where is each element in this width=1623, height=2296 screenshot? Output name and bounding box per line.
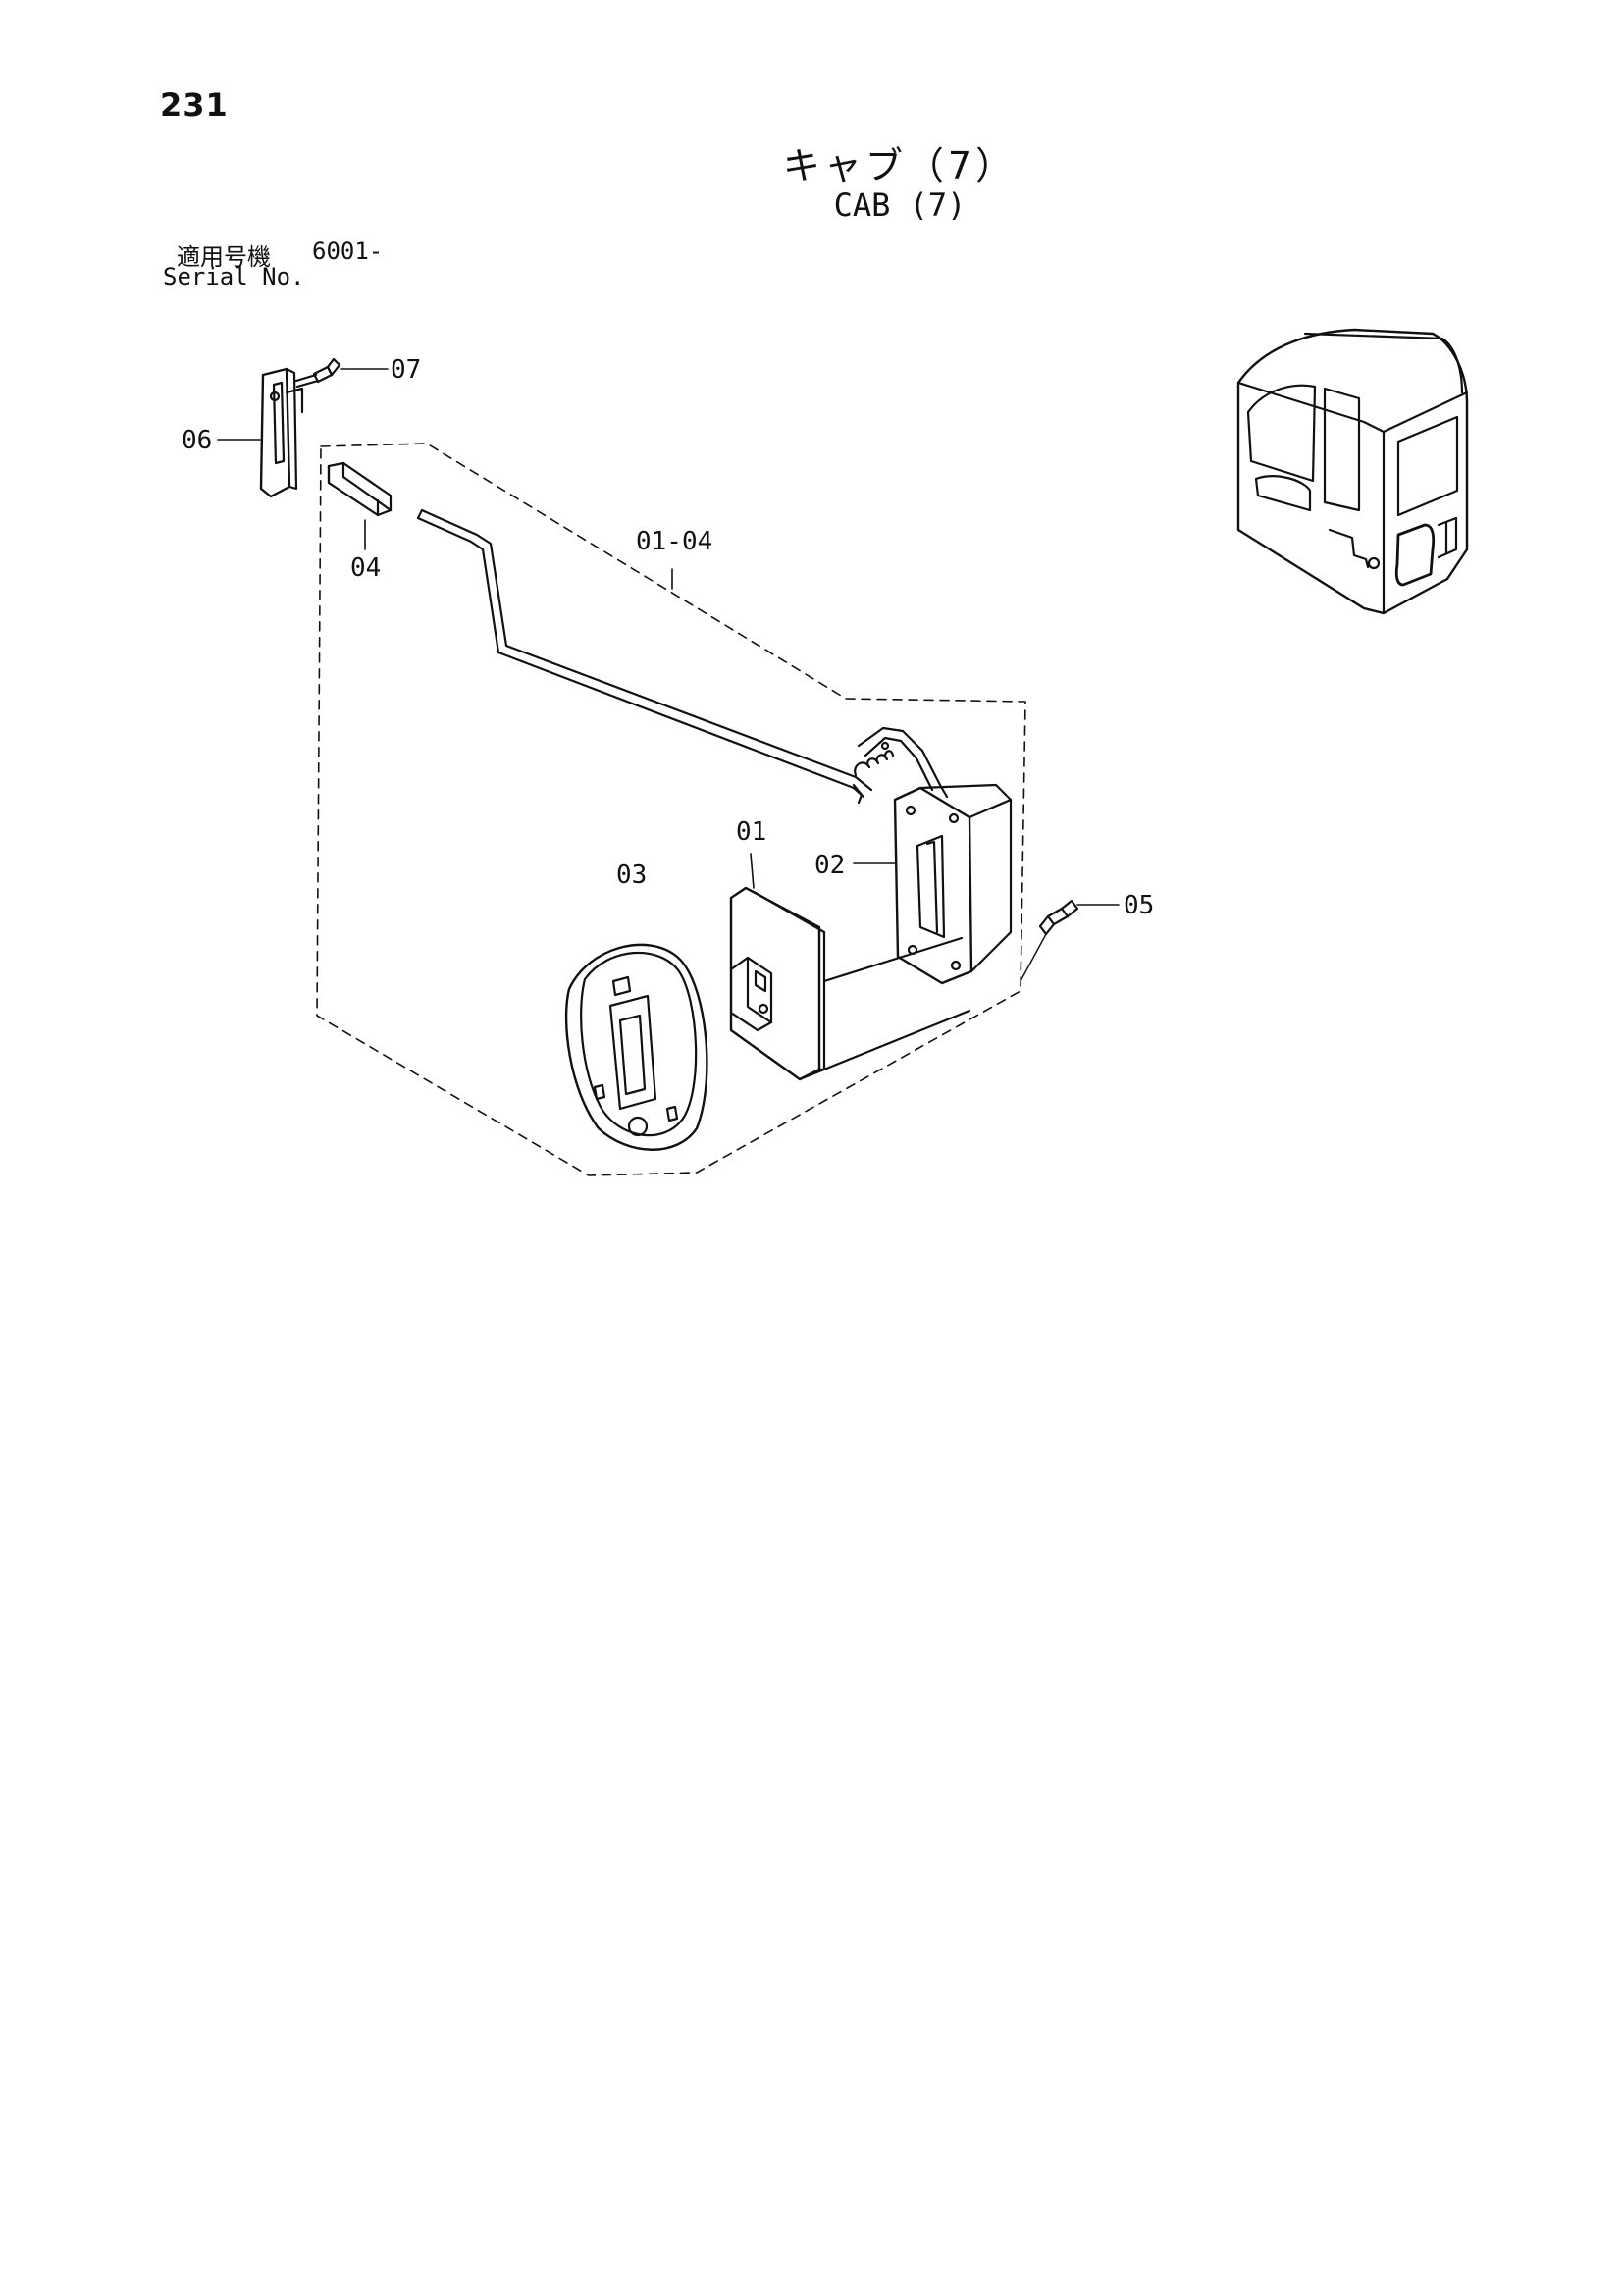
page-title-en: CAB (7) (833, 186, 967, 224)
part-05-bolt (1020, 899, 1079, 982)
serial-range: 6001- (312, 237, 384, 265)
callout-07: 07 (391, 355, 421, 385)
lever-hinge-spring (852, 726, 949, 805)
callout-01: 01 (736, 817, 766, 847)
callout-01-04: 01-04 (636, 527, 712, 556)
part-07-bolt (294, 357, 341, 389)
cab-locator-view (1236, 328, 1469, 615)
part-03-boot (564, 943, 708, 1151)
callout-02: 02 (814, 851, 845, 880)
lever-rod (416, 508, 873, 799)
part-02-housing (893, 783, 1013, 985)
page-number: 231 (160, 86, 229, 124)
callout-03: 03 (616, 861, 647, 890)
assembly-boundary (316, 443, 1026, 1176)
serial-label-en: Serial No. (163, 263, 305, 290)
page-title-jp: キャブ（7） (782, 144, 1018, 187)
part-06-bracket (259, 367, 304, 498)
callout-06: 06 (182, 426, 212, 455)
part-01-plate (729, 886, 971, 1081)
part-04-grip (327, 461, 393, 517)
callout-05: 05 (1124, 891, 1154, 920)
callout-04: 04 (350, 553, 381, 583)
serial-label-jp: 適用号機 (177, 243, 271, 271)
